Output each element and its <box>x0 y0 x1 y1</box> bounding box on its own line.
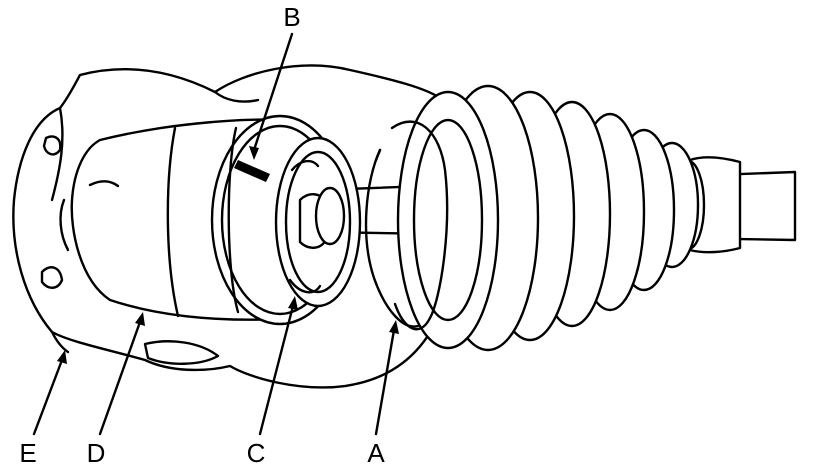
clip-ring-a <box>364 120 449 331</box>
label-c: C <box>247 438 266 468</box>
cv-boot <box>396 84 742 352</box>
snap-ring-b <box>234 160 270 182</box>
label-a: A <box>367 438 385 468</box>
leader-lines <box>32 32 399 436</box>
inner-race-c <box>274 136 362 308</box>
label-d: D <box>87 438 106 468</box>
label-b: B <box>283 2 300 32</box>
label-e: E <box>19 438 36 468</box>
